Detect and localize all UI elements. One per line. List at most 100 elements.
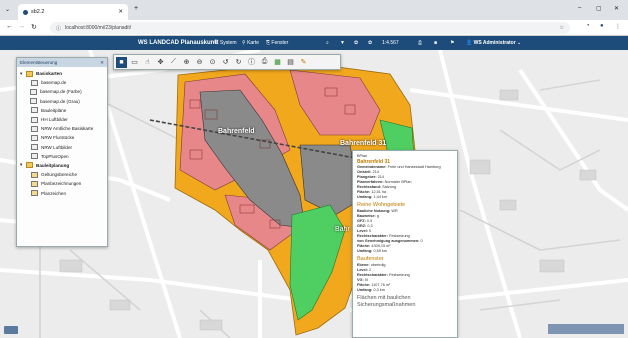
select-tool-icon[interactable]: ■ [116, 56, 127, 68]
new-tab-button[interactable]: + [134, 5, 139, 12]
bookmark-star-icon[interactable]: ☆ [559, 25, 564, 31]
layer-icon [31, 116, 38, 123]
info-row-value: 0,3 [367, 224, 373, 228]
document-icon[interactable]: ▤ [287, 59, 294, 66]
layer-item-label: NRW Luftbilder [41, 144, 73, 150]
layer-icon [31, 125, 38, 132]
info-row-value: 214 [372, 170, 379, 174]
info-row-key: Umfang: [357, 288, 373, 292]
zoom-next-icon[interactable]: ↻ [235, 59, 242, 66]
rectangle-tool-icon[interactable]: ▭ [131, 59, 138, 66]
info-section-baufenster: Baufenster [357, 256, 384, 262]
layer-item[interactable]: Planbezeichnungen [20, 179, 104, 188]
map-label-bahrenfeld: Bahrenfeld [218, 128, 255, 135]
info-row-value: 1107,76 m² [371, 283, 391, 287]
map-view[interactable]: Bahrenfeld Bahrenfeld 31 Bahr ■ ▭ ☝ ✥ ⟋ … [0, 50, 628, 338]
address-bar[interactable]: ⓘ localhost:8000/mi/23/planadit/ ☆ [50, 22, 570, 34]
reload-icon[interactable]: ↻ [31, 24, 37, 31]
info-icon: ⓘ [56, 25, 62, 32]
info-row-value: g [376, 214, 379, 218]
layer-item[interactable]: HH Luftbilder [20, 115, 104, 124]
info-row-value: WR [391, 209, 398, 213]
print-tool-icon[interactable]: ⎙ [261, 58, 268, 65]
layer-item[interactable]: NRW Amtliche Basiskarte [20, 124, 104, 133]
settings-icon[interactable]: ✿ [368, 40, 373, 46]
filter-icon[interactable]: ▼ [340, 40, 345, 46]
menu-karte[interactable]: ⚲ Karte [242, 40, 260, 46]
layer-item[interactable]: basemap.de [20, 78, 104, 87]
map-corner-button[interactable] [4, 326, 18, 334]
user-menu[interactable]: 👤 WS Administrator ⌄ [466, 40, 522, 46]
extension-icon[interactable]: ◔ [586, 23, 590, 29]
info-row-value: 0,3 km [373, 288, 385, 292]
layer-item[interactable]: basemap.de (Grau) [20, 97, 104, 106]
pointer-icon[interactable]: ☝ [145, 59, 150, 66]
gear-icon[interactable]: ✿ [354, 40, 359, 46]
layer-icon [31, 180, 38, 187]
info-row: Umfang: 1,44 km [357, 195, 453, 200]
layer-item[interactable]: Bauleitpläne [20, 106, 104, 115]
layer-panel-header[interactable]: Elementsteuerung ✕ [17, 58, 107, 67]
pin-icon[interactable]: ⚑ [450, 40, 455, 46]
profile-icon[interactable]: ● [600, 23, 604, 29]
info-row: Gemeindename: Freie und Hansestadt Hambu… [357, 165, 453, 170]
info-row: Fläche: 4309,15 m² [357, 244, 453, 249]
layer-tool-icon[interactable]: ▦ [274, 59, 281, 66]
info-row-value: Festsetzung [389, 273, 410, 277]
panel-close-icon[interactable]: ✕ [100, 59, 104, 65]
map-label-bahrenfeld31: Bahrenfeld 31 [340, 140, 387, 147]
pan-icon[interactable]: ✥ [157, 59, 164, 66]
attribution-box [548, 324, 624, 334]
zoom-extent-icon[interactable]: ⊙ [209, 59, 216, 66]
info-row-key: VG: [357, 278, 364, 282]
layer-item[interactable]: Planzeichen [20, 188, 104, 197]
layer-item-label: Bauleitplanung [36, 162, 70, 168]
layer-item[interactable]: ▾ Bauleitplanung [20, 161, 104, 170]
layer-item[interactable]: NRW Flurstücke [20, 133, 104, 142]
minimize-button[interactable]: – [578, 5, 582, 11]
info-row-value: III [364, 278, 368, 282]
menu-system[interactable]: ⚙ System [214, 40, 237, 46]
zoom-previous-icon[interactable]: ↺ [222, 59, 229, 66]
layer-item[interactable]: ▾ Basiskarten [20, 69, 104, 78]
info-tool-icon[interactable]: ⓘ [248, 59, 255, 66]
maximize-button[interactable]: ▢ [596, 6, 602, 12]
menu-icon[interactable]: ⋮ [615, 24, 621, 30]
layer-item-label: Basiskarten [36, 71, 63, 77]
layer-icon [31, 144, 38, 151]
forward-icon[interactable]: → [18, 23, 25, 30]
info-row: Level: 2 [357, 268, 453, 273]
print-icon[interactable]: ⎙ [418, 40, 423, 46]
menu-fenster[interactable]: ⎘ Fenster [266, 40, 289, 46]
zoom-in-icon[interactable]: ⊕ [183, 59, 190, 66]
measure-icon[interactable]: ⟋ [171, 58, 176, 65]
layer-item[interactable]: basemap.de (Farbe) [20, 87, 104, 96]
tab-search-icon[interactable]: ⌄ [5, 7, 11, 13]
zoom-out-icon[interactable]: ⊖ [196, 59, 203, 66]
info-row-value: Satzung [382, 185, 397, 189]
search-icon[interactable]: ⌕ [326, 40, 329, 46]
back-icon[interactable]: ← [6, 23, 13, 30]
scale-select[interactable]: 1:4.567 [382, 40, 399, 46]
info-row-key: Umfang: [357, 195, 373, 199]
layer-item[interactable]: NRW Luftbilder [20, 143, 104, 152]
map-label-bahr: Bahr [335, 226, 350, 233]
info-row-key: Bauliche Nutzung: [357, 209, 391, 213]
info-row-key: GRZ: [357, 224, 367, 228]
info-row-key: Umfang: [357, 249, 373, 253]
tab-close-icon[interactable]: ✕ [118, 9, 123, 15]
layer-item[interactable]: TopPlusOpen [20, 152, 104, 161]
tab-title: sb2.2 [31, 9, 45, 15]
info-row-key: GFZ: [357, 219, 366, 223]
layer-item[interactable]: Geltungsbereiche [20, 170, 104, 179]
browser-tab[interactable]: sb2.2 ✕ [18, 4, 128, 20]
chevron-down-icon[interactable]: ▾ [20, 162, 23, 168]
close-window-button[interactable]: ✕ [614, 6, 620, 12]
info-row-value: 214 [377, 175, 385, 179]
layers-icon[interactable]: ■ [434, 40, 438, 46]
layer-icon [31, 107, 38, 114]
draw-icon[interactable]: ✎ [300, 59, 307, 66]
chevron-down-icon[interactable]: ▾ [20, 70, 23, 76]
